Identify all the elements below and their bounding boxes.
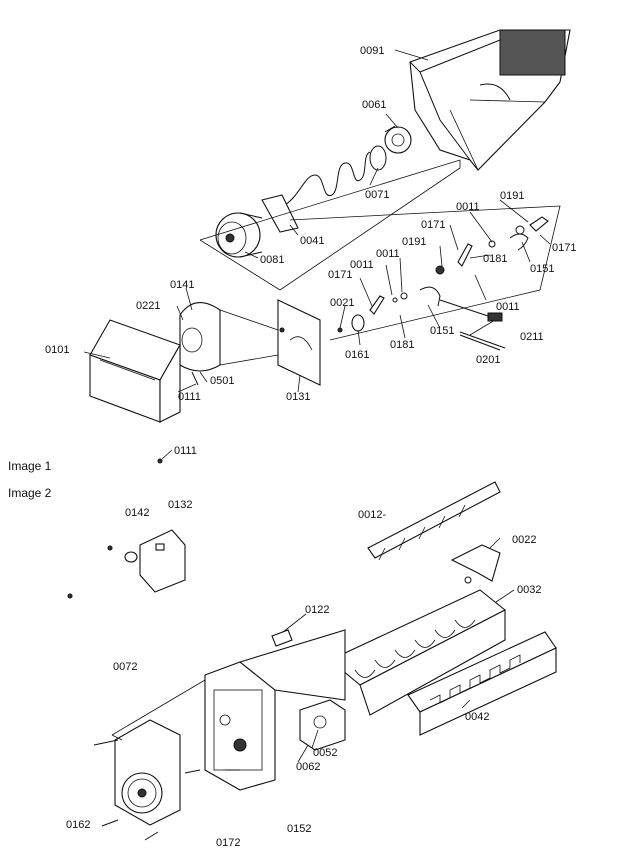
blade-drawing — [261, 194, 299, 233]
rod-drawing — [439, 299, 506, 351]
part-label-0011c: 0011 — [350, 259, 374, 271]
part-label-0201: 0201 — [476, 354, 500, 366]
part-label-0011a: 0011 — [456, 201, 480, 213]
part-label-0011d: 0011 — [496, 301, 520, 313]
part-label-0162: 0162 — [66, 819, 90, 831]
part-label-0221: 0221 — [136, 300, 160, 312]
bracket-plate-drawing — [277, 299, 321, 386]
part-label-0021: 0021 — [330, 297, 354, 309]
part-label-0041: 0041 — [300, 235, 324, 247]
part-label-0022: 0022 — [512, 534, 536, 546]
control-housing-drawing — [204, 629, 346, 791]
part-label-0191a: 0191 — [500, 190, 524, 202]
part-label-0101: 0101 — [45, 344, 69, 356]
clip-drawing — [271, 629, 293, 647]
part-label-0152: 0152 — [287, 823, 311, 835]
part-label-0131: 0131 — [286, 391, 310, 403]
part-label-0072: 0072 — [113, 661, 137, 673]
part-label-0161: 0161 — [345, 349, 369, 361]
assembly-frame-right — [289, 205, 561, 341]
part-label-0052: 0052 — [313, 747, 337, 759]
part-label-0081: 0081 — [260, 254, 284, 266]
screws-drawing — [157, 371, 199, 464]
part-label-0211: 0211 — [520, 331, 544, 343]
ice-mold-drawing — [328, 589, 507, 716]
part-label-0122: 0122 — [305, 604, 329, 616]
part-label-0151b: 0151 — [430, 325, 454, 337]
part-label-0172: 0172 — [216, 837, 240, 849]
part-label-0171a: 0171 — [552, 242, 576, 254]
guide-hole — [464, 576, 472, 584]
part-label-0142: 0142 — [125, 507, 149, 519]
motor-housing-drawing — [179, 302, 279, 372]
part-label-0151a: 0151 — [530, 263, 554, 275]
part-label-0012: 0012- — [358, 509, 386, 521]
auger-wheel-drawing — [215, 212, 263, 258]
part-label-0181a: 0181 — [483, 253, 507, 265]
caption-image-1: Image 1 — [8, 459, 52, 473]
part-label-0141: 0141 — [170, 279, 194, 291]
part-label-0501: 0501 — [210, 375, 234, 387]
part-label-0171c: 0171 — [328, 269, 352, 281]
small-parts-right — [337, 216, 549, 333]
guide-drawing — [450, 544, 501, 582]
motor-drawing — [299, 699, 346, 751]
leader-lines — [83, 49, 551, 763]
part-label-0111b: 0111 — [174, 445, 197, 457]
ring-drawing — [369, 145, 387, 171]
part-label-0071: 0071 — [365, 189, 389, 201]
part-label-0061: 0061 — [362, 99, 386, 111]
part-label-0181b: 0181 — [390, 339, 414, 351]
part-label-0062: 0062 — [296, 761, 320, 773]
part-label-0011b: 0011 — [376, 248, 400, 260]
part-label-0111a: 0111 — [178, 391, 201, 403]
part-label-0091: 0091 — [360, 45, 384, 57]
mounting-plate-drawing — [111, 679, 206, 826]
auger-spring-drawing — [284, 151, 371, 206]
part-label-0171b: 0171 — [421, 219, 445, 231]
screws-image2-drawing — [93, 739, 240, 841]
part-labels: 0091 0061 0071 0041 0081 0011 0191 0171 … — [45, 45, 576, 849]
switch-drawing — [67, 529, 186, 599]
heater-drawing — [407, 631, 557, 736]
auger-flange-drawing — [384, 125, 412, 154]
part-label-0042: 0042 — [465, 711, 489, 723]
front-cover-drawing — [89, 319, 181, 423]
part-label-0132: 0132 — [168, 499, 192, 511]
assembly-frame-upper — [199, 159, 461, 291]
ice-bucket-drawing — [409, 29, 571, 171]
part-label-0191b: 0191 — [402, 236, 426, 248]
caption-image-2: Image 2 — [8, 486, 52, 500]
stripper-drawing — [367, 481, 501, 561]
part-label-0032: 0032 — [517, 584, 541, 596]
